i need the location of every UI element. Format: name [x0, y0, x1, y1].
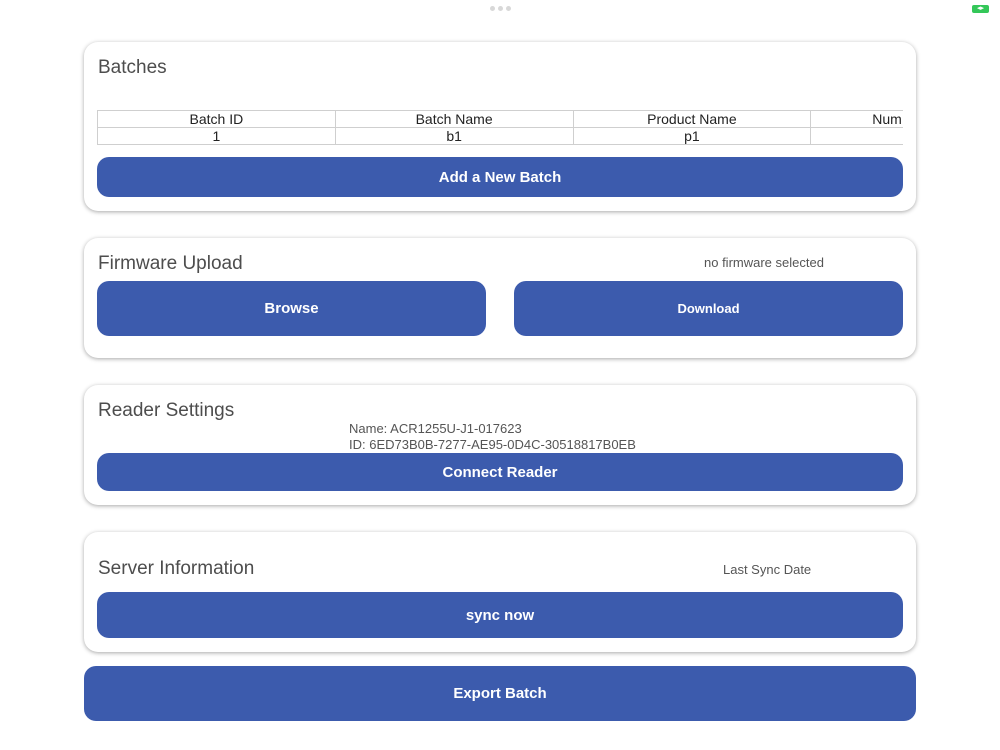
download-button[interactable]: Download: [514, 281, 903, 336]
firmware-title: Firmware Upload: [98, 253, 243, 274]
last-sync-date-text: Last Sync Date: [723, 562, 812, 577]
firmware-upload-card: Firmware Upload no firmware selected Bro…: [84, 238, 916, 358]
battery-charging-icon: ◂▸: [972, 5, 989, 13]
server-information-card: Server Information Last Sync Date sync n…: [84, 532, 916, 652]
cell-num: [810, 127, 903, 145]
table-header-row: Batch ID Batch Name Product Name Num: [97, 110, 903, 128]
batches-card: Batches Batch ID Batch Name Product Name…: [84, 42, 916, 211]
connect-reader-button[interactable]: Connect Reader: [97, 453, 903, 491]
column-header-batch-id: Batch ID: [97, 110, 336, 128]
column-header-batch-name: Batch Name: [334, 110, 574, 128]
export-batch-button[interactable]: Export Batch: [84, 666, 916, 721]
cell-batch-name: b1: [334, 127, 574, 145]
reader-name-text: Name: ACR1255U-J1-017623: [349, 421, 522, 436]
batches-table: Batch ID Batch Name Product Name Num 1 b…: [97, 110, 903, 145]
reader-settings-card: Reader Settings Name: ACR1255U-J1-017623…: [84, 385, 916, 505]
cell-product-name: p1: [572, 127, 812, 145]
add-new-batch-button[interactable]: Add a New Batch: [97, 157, 903, 197]
batches-title: Batches: [98, 57, 167, 78]
column-header-product-name: Product Name: [572, 110, 812, 128]
multitasking-dots-icon[interactable]: [490, 6, 511, 11]
reader-id-text: ID: 6ED73B0B-7277-AE95-0D4C-30518817B0EB: [349, 437, 636, 452]
browse-button[interactable]: Browse: [97, 281, 486, 336]
table-row[interactable]: 1 b1 p1: [97, 127, 903, 145]
batches-table-scroll[interactable]: Batch ID Batch Name Product Name Num 1 b…: [97, 110, 903, 146]
cell-batch-id: 1: [97, 127, 336, 145]
sync-now-button[interactable]: sync now: [97, 592, 903, 638]
firmware-status-text: no firmware selected: [704, 255, 824, 270]
reader-title: Reader Settings: [98, 400, 235, 421]
server-title: Server Information: [98, 558, 255, 579]
column-header-num: Num: [810, 110, 903, 128]
